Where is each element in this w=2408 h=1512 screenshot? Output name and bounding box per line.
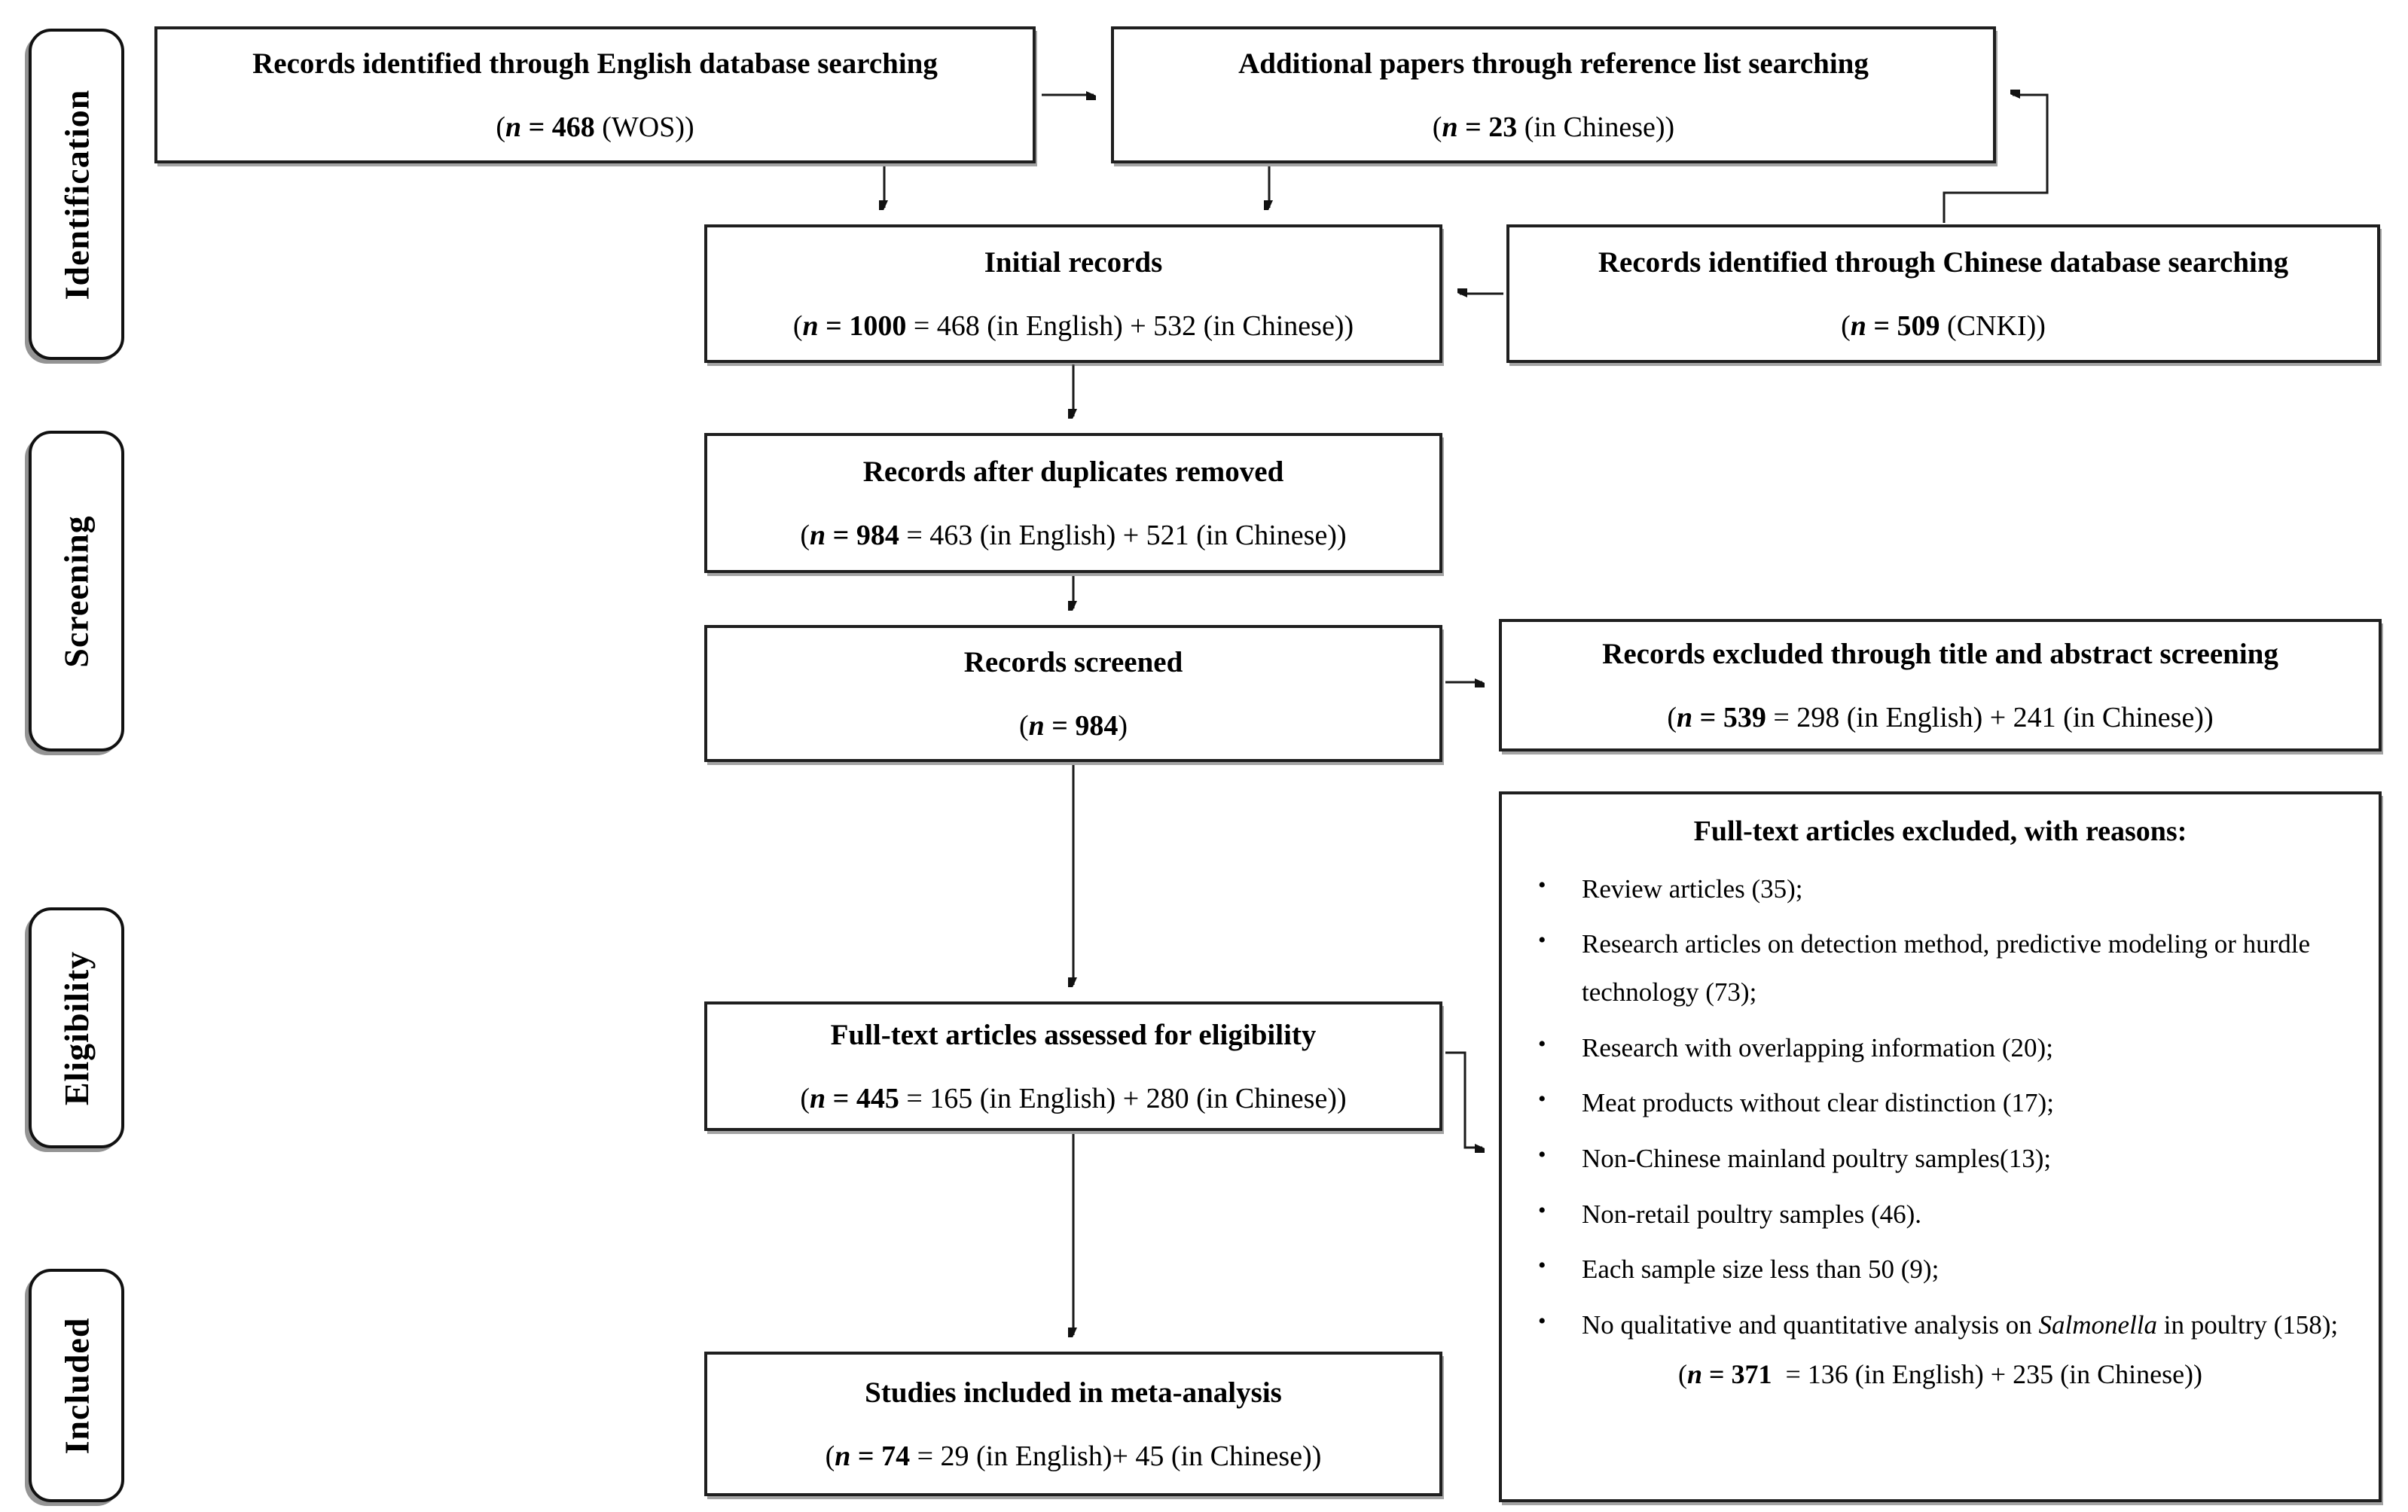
exclusion-reason-item: • Non-retail poultry samples (46). bbox=[1535, 1190, 2345, 1239]
box-fulltext-assessed-count: (n = 445 = 165 (in English) + 280 (in Ch… bbox=[800, 1083, 1347, 1115]
box-reference-list-count: (n = 23 (in Chinese)) bbox=[1432, 111, 1675, 144]
exclusion-reason-text: Research with overlapping information (2… bbox=[1582, 1032, 2053, 1062]
box-initial-records-count: (n = 1000 = 468 (in English) + 532 (in C… bbox=[792, 310, 1354, 343]
box-duplicates-removed-count: (n = 984 = 463 (in English) + 521 (in Ch… bbox=[800, 520, 1347, 552]
exclusion-reason-item: • Non-Chinese mainland poultry samples(1… bbox=[1535, 1135, 2345, 1183]
stage-included: Included bbox=[29, 1269, 124, 1502]
box-records-screened-count: (n = 984) bbox=[1018, 710, 1128, 742]
bullet-icon: • bbox=[1538, 872, 1546, 898]
stage-identification-label: Identification bbox=[57, 89, 96, 300]
exclusion-reason-item: • Review articles (35); bbox=[1535, 865, 2345, 913]
box-fulltext-excluded-title: Full-text articles excluded, with reason… bbox=[1693, 815, 2187, 847]
exclusion-reason-item: • Research articles on detection method,… bbox=[1535, 920, 2345, 1016]
exclusion-reason-item: • Meat products without clear distinctio… bbox=[1535, 1079, 2345, 1127]
stage-eligibility: Eligibility bbox=[29, 907, 124, 1148]
box-fulltext-assessed: Full-text articles assessed for eligibil… bbox=[704, 1001, 1442, 1131]
box-duplicates-removed-title: Records after duplicates removed bbox=[862, 455, 1284, 488]
bullet-icon: • bbox=[1538, 1197, 1546, 1223]
stage-eligibility-label: Eligibility bbox=[57, 950, 96, 1105]
box-reference-list-title: Additional papers through reference list… bbox=[1238, 47, 1869, 80]
box-included-meta-analysis-count: (n = 74 = 29 (in English)+ 45 (in Chines… bbox=[825, 1440, 1322, 1473]
box-records-screened-title: Records screened bbox=[963, 645, 1183, 678]
box-excluded-screening-title: Records excluded through title and abstr… bbox=[1602, 637, 2278, 670]
exclusion-reason-text: Meat products without clear distinction … bbox=[1582, 1088, 2054, 1118]
box-chinese-database: Records identified through Chinese datab… bbox=[1506, 224, 2380, 363]
bullet-icon: • bbox=[1538, 1087, 1546, 1112]
box-included-meta-analysis: Studies included in meta-analysis (n = 7… bbox=[704, 1352, 1442, 1496]
exclusion-reason-item: • Each sample size less than 50 (9); bbox=[1535, 1245, 2345, 1294]
box-fulltext-excluded-count: (n = 371 = 136 (in English) + 235 (in Ch… bbox=[1677, 1358, 2203, 1389]
box-included-meta-analysis-title: Studies included in meta-analysis bbox=[865, 1376, 1282, 1409]
box-initial-records-title: Initial records bbox=[984, 245, 1163, 279]
bullet-icon: • bbox=[1538, 928, 1546, 953]
bullet-icon: • bbox=[1538, 1253, 1546, 1279]
stage-included-label: Included bbox=[57, 1317, 96, 1454]
bullet-icon: • bbox=[1538, 1142, 1546, 1167]
box-duplicates-removed: Records after duplicates removed (n = 98… bbox=[704, 433, 1442, 573]
box-chinese-database-count: (n = 509 (CNKI)) bbox=[1841, 310, 2046, 343]
box-excluded-screening-count: (n = 539 = 298 (in English) + 241 (in Ch… bbox=[1667, 702, 2214, 734]
bullet-icon: • bbox=[1538, 1031, 1546, 1056]
exclusion-reason-text: No qualitative and quantitative analysis… bbox=[1582, 1310, 2339, 1340]
exclusion-reason-text: Non-Chinese mainland poultry samples(13)… bbox=[1582, 1143, 2052, 1173]
box-chinese-database-title: Records identified through Chinese datab… bbox=[1598, 245, 2289, 279]
exclusion-reason-item: • Research with overlapping information … bbox=[1535, 1024, 2345, 1072]
box-excluded-screening: Records excluded through title and abstr… bbox=[1499, 619, 2382, 751]
box-initial-records: Initial records (n = 1000 = 468 (in Engl… bbox=[704, 224, 1442, 363]
box-records-screened: Records screened (n = 984) bbox=[704, 625, 1442, 762]
arrow-fulltext-to-excluded-reasons bbox=[1445, 1051, 1482, 1148]
box-english-database: Records identified through English datab… bbox=[154, 26, 1036, 163]
exclusion-reason-item: • No qualitative and quantitative analys… bbox=[1535, 1301, 2345, 1349]
stage-identification: Identification bbox=[29, 29, 124, 360]
box-fulltext-assessed-title: Full-text articles assessed for eligibil… bbox=[830, 1018, 1317, 1051]
exclusion-reason-text: Research articles on detection method, p… bbox=[1582, 929, 2311, 1007]
box-reference-list: Additional papers through reference list… bbox=[1111, 26, 1996, 163]
bullet-icon: • bbox=[1538, 1309, 1546, 1334]
exclusion-reason-text: Non-retail poultry samples (46). bbox=[1582, 1199, 1922, 1229]
box-english-database-title: Records identified through English datab… bbox=[252, 47, 938, 80]
box-english-database-count: (n = 468 (WOS)) bbox=[496, 111, 694, 144]
arrow-chinese-to-reference bbox=[1943, 95, 2049, 223]
stage-screening-label: Screening bbox=[57, 514, 96, 668]
stage-screening: Screening bbox=[29, 431, 124, 751]
box-fulltext-excluded: Full-text articles excluded, with reason… bbox=[1499, 791, 2382, 1502]
exclusion-reason-text: Review articles (35); bbox=[1582, 873, 1803, 904]
exclusion-reason-text: Each sample size less than 50 (9); bbox=[1582, 1254, 1940, 1285]
